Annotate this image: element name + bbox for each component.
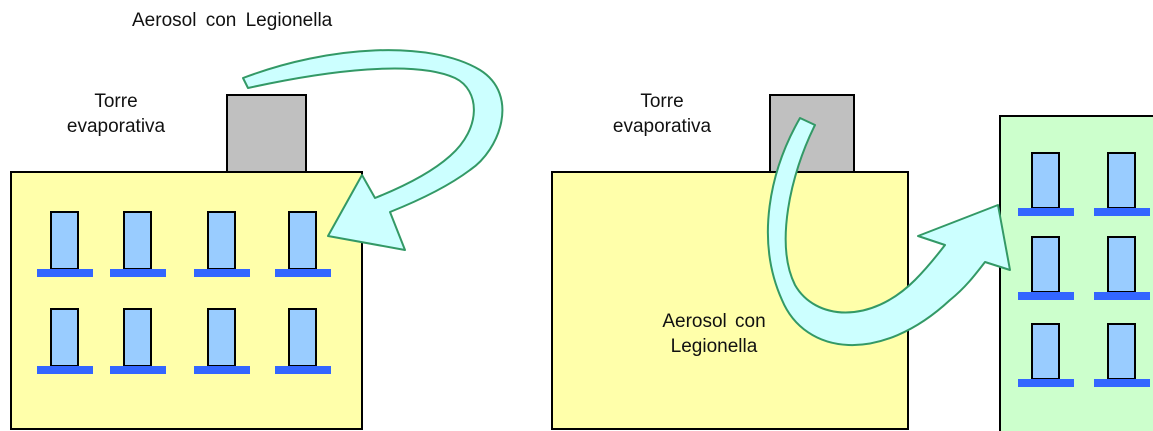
right-scene bbox=[552, 95, 1153, 431]
left-window-4 bbox=[289, 212, 316, 269]
neighbor-window-4-sill bbox=[1094, 292, 1150, 300]
left-tower-label-line-1: Torre bbox=[62, 89, 170, 114]
left-window-6 bbox=[124, 309, 151, 366]
left-window-8-sill bbox=[275, 366, 331, 374]
neighbor-window-6-sill bbox=[1094, 379, 1150, 387]
left-window-3 bbox=[208, 212, 235, 269]
left-tower-label-line-2: evaporativa bbox=[62, 114, 170, 139]
left-window-2 bbox=[124, 212, 151, 269]
right-aerosol-label-line-1: Aerosol con bbox=[614, 309, 814, 334]
left-window-1 bbox=[51, 212, 78, 269]
left-window-2-sill bbox=[110, 269, 166, 277]
left-building bbox=[11, 172, 362, 429]
neighbor-window-6 bbox=[1108, 324, 1135, 379]
right-tower-label-line-2: evaporativa bbox=[608, 114, 716, 139]
right-aerosol-label-line-2: Legionella bbox=[614, 334, 814, 359]
left-tower-label: Torre evaporativa bbox=[62, 89, 170, 139]
left-window-3-sill bbox=[194, 269, 250, 277]
neighbor-window-2-sill bbox=[1094, 208, 1150, 216]
left-aerosol-label: Aerosol con Legionella bbox=[132, 8, 332, 33]
neighbor-window-1-sill bbox=[1018, 208, 1074, 216]
neighbor-window-3-sill bbox=[1018, 292, 1074, 300]
neighbor-window-4 bbox=[1108, 237, 1135, 292]
left-cooling-tower bbox=[227, 95, 306, 172]
left-window-4-sill bbox=[275, 269, 331, 277]
left-window-8 bbox=[289, 309, 316, 366]
neighbor-window-5 bbox=[1032, 324, 1059, 379]
left-window-1-sill bbox=[37, 269, 93, 277]
left-window-7 bbox=[208, 309, 235, 366]
left-window-5-sill bbox=[37, 366, 93, 374]
neighbor-window-3 bbox=[1032, 237, 1059, 292]
neighbor-window-1 bbox=[1032, 153, 1059, 208]
right-aerosol-label: Aerosol con Legionella bbox=[614, 309, 814, 359]
neighbor-window-2 bbox=[1108, 153, 1135, 208]
neighbor-window-5-sill bbox=[1018, 379, 1074, 387]
left-window-7-sill bbox=[194, 366, 250, 374]
left-window-5 bbox=[51, 309, 78, 366]
right-tower-label: Torre evaporativa bbox=[608, 89, 716, 139]
right-building bbox=[552, 172, 908, 429]
left-window-6-sill bbox=[110, 366, 166, 374]
right-tower-label-line-1: Torre bbox=[608, 89, 716, 114]
